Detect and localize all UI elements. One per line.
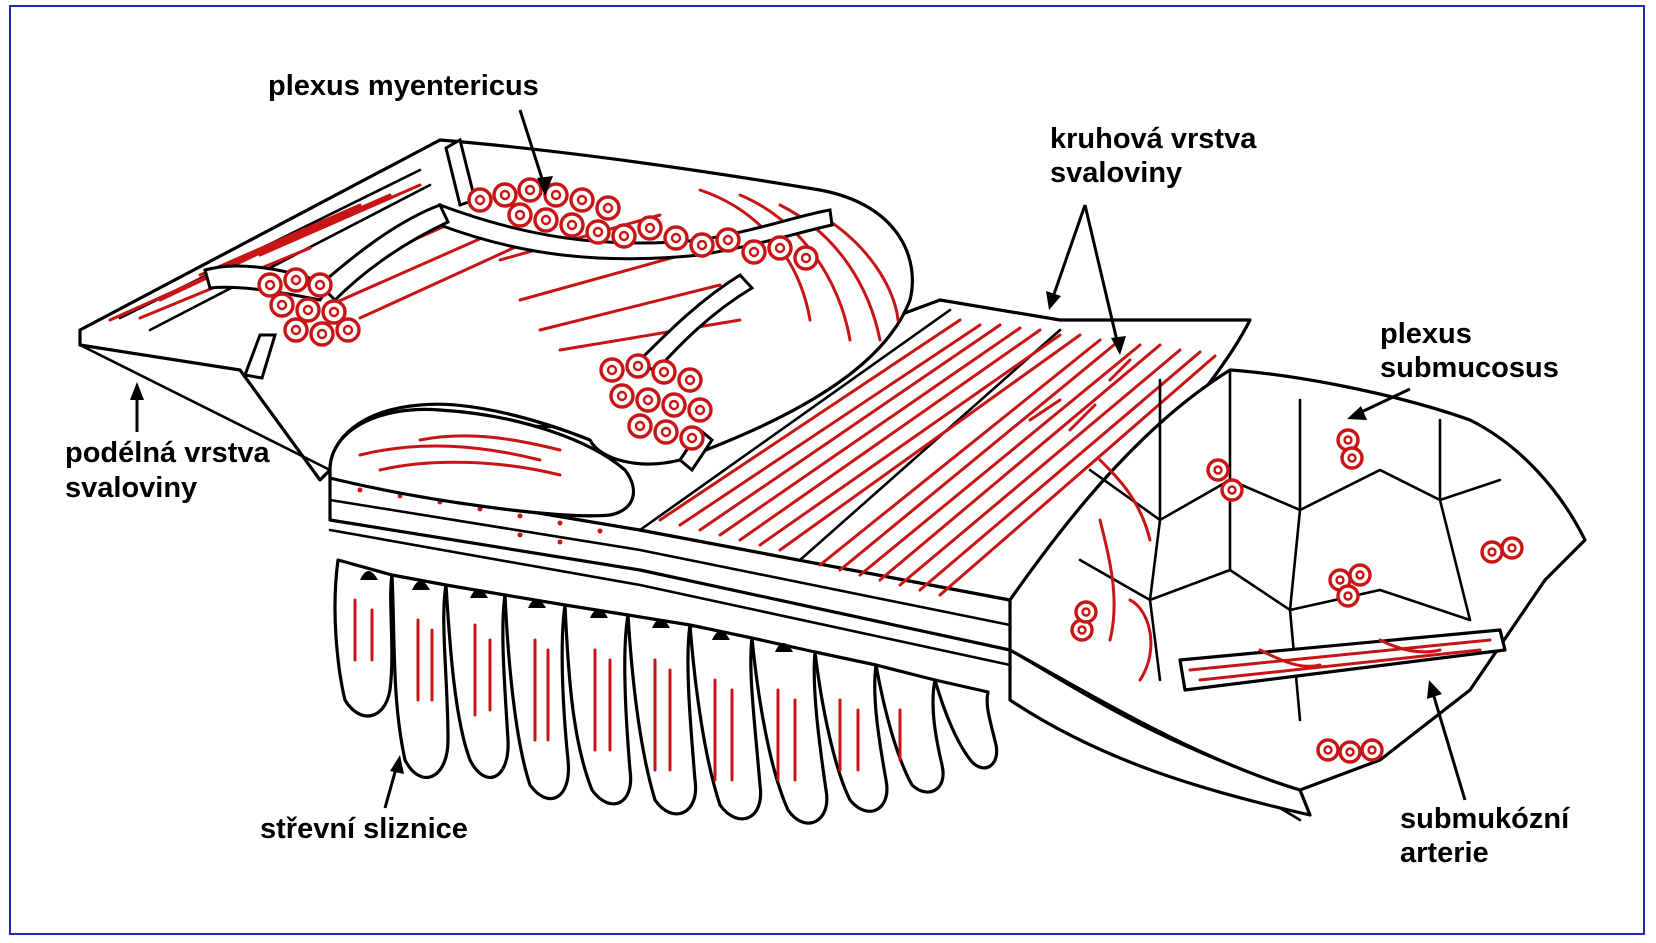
label-kruhova-vrstva-line2: svaloviny bbox=[1050, 157, 1182, 190]
label-plexus-submucosus-line2: submucosus bbox=[1380, 352, 1559, 385]
label-submukozni-arterie-line2: arterie bbox=[1400, 837, 1489, 870]
label-podelna-vrstva-line2: svaloviny bbox=[65, 472, 197, 505]
label-plexus-submucosus-line1: plexus bbox=[1380, 318, 1472, 351]
label-submukozni-arterie-line1: submukózní bbox=[1400, 803, 1569, 836]
label-kruhova-vrstva-line1: kruhová vrstva bbox=[1050, 123, 1256, 156]
label-podelna-vrstva-line1: podélná vrstva bbox=[65, 437, 270, 470]
label-plexus-myentericus: plexus myentericus bbox=[268, 70, 539, 103]
label-strevni-sliznice: střevní sliznice bbox=[260, 813, 468, 846]
